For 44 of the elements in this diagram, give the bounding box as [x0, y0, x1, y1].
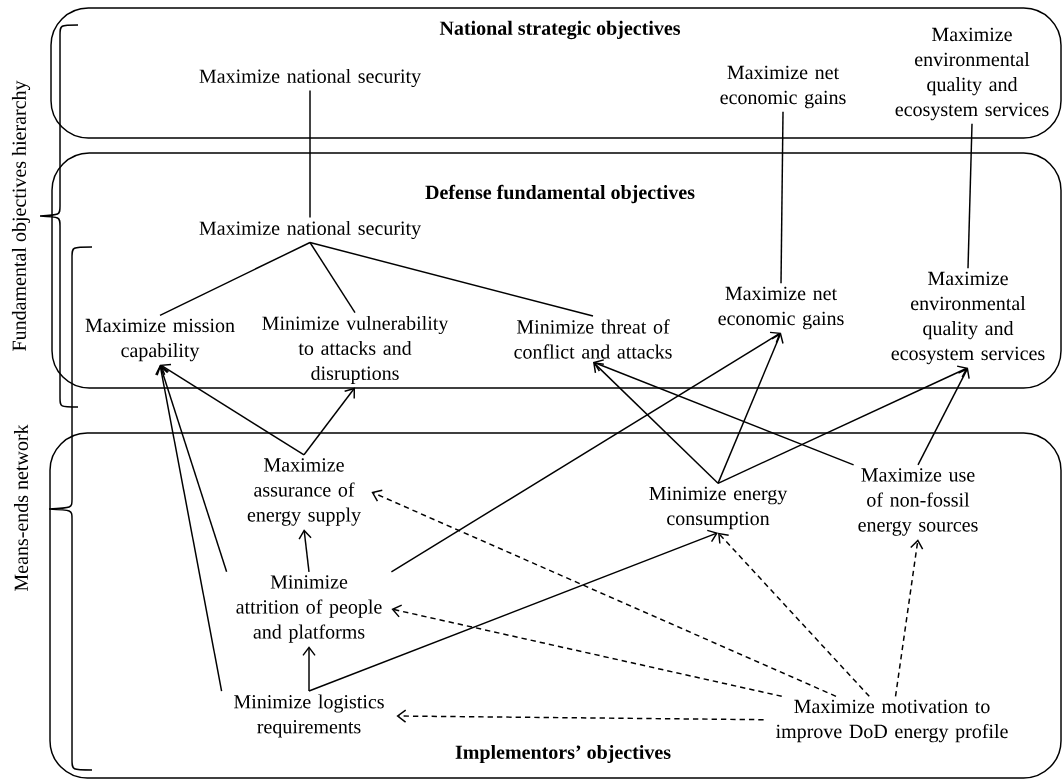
arrow	[155, 364, 223, 692]
arrow	[718, 532, 870, 698]
connector-line	[309, 241, 356, 314]
connector-line	[159, 241, 311, 317]
arrow	[298, 529, 312, 573]
arrow	[308, 529, 718, 692]
arrow	[593, 359, 855, 466]
objective-text: Maximize motivation to improve DoD energy profile	[776, 699, 1008, 743]
connector-line	[309, 89, 311, 219]
objective-text: Maximize net economic gains	[718, 286, 844, 330]
arrow	[303, 387, 355, 456]
objective-text: Maximize net economic gains	[720, 65, 846, 109]
arrow	[371, 489, 837, 698]
objective-text: Minimize attrition of people and platforms	[236, 575, 382, 643]
arrow	[302, 646, 316, 692]
arrow	[390, 331, 781, 573]
objective-text: Minimize logistics requirements	[234, 694, 384, 738]
connector-line	[309, 241, 594, 317]
connector-line	[780, 110, 784, 285]
objective-text: Minimize energy consumption	[649, 486, 788, 530]
arrow	[717, 332, 784, 485]
objective-text: Minimize vulnerability to attacks and disruptions	[262, 315, 449, 385]
connector-line	[967, 122, 973, 270]
panel-title: Implementors’ objectives	[455, 744, 671, 764]
arrow	[917, 367, 970, 466]
side-label: Fundamental objectives hierarchy	[11, 80, 31, 351]
side-label: Means-ends network	[14, 424, 29, 591]
objective-text: Maximize assurance of energy supply	[247, 458, 361, 526]
arrow	[156, 364, 228, 573]
panel-title: National strategic objectives	[439, 20, 681, 40]
objective-text: Maximize environmental quality and ecosystem services	[895, 27, 1049, 121]
objective-text: Maximize mission capability	[85, 318, 235, 362]
arrow	[391, 604, 783, 698]
objective-text: Maximize national security	[199, 220, 421, 240]
arrow	[160, 363, 305, 456]
objective-text: Maximize environmental quality and ecosystem services	[891, 271, 1045, 365]
arrow	[894, 539, 924, 698]
arrow	[396, 709, 765, 723]
panel-title: Defense fundamental objectives	[425, 184, 695, 204]
arrow	[593, 362, 719, 485]
arrow	[717, 365, 968, 485]
objective-text: Minimize threat of conflict and attacks	[514, 319, 672, 359]
objective-text: Maximize national security	[199, 68, 421, 88]
objective-text: Maximize use of non-fossil energy sources	[858, 468, 978, 536]
